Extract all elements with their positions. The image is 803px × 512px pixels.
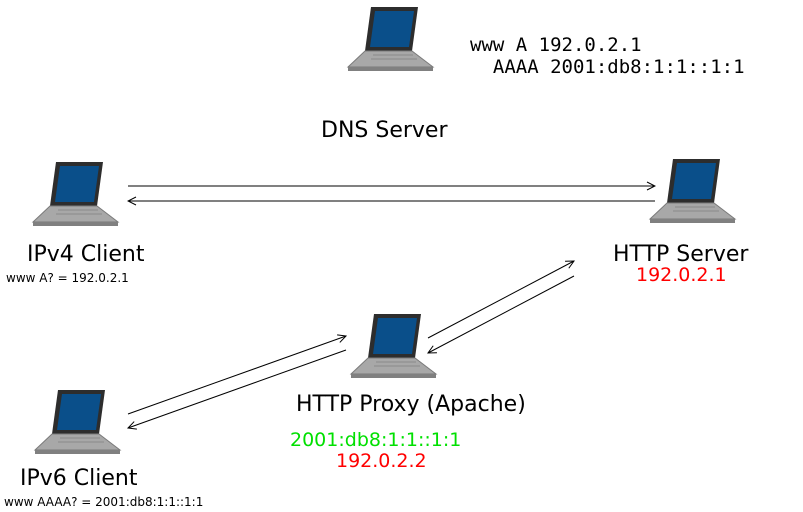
http-proxy-ipv6-address: 2001:db8:1:1::1:1 — [290, 429, 462, 451]
http-server-ipv4-address: 192.0.2.1 — [636, 264, 727, 286]
link-ipv4-client-http-server — [128, 186, 655, 201]
laptop-icon — [645, 155, 745, 227]
laptop-icon — [343, 3, 443, 75]
http-proxy-label: HTTP Proxy (Apache) — [296, 392, 526, 417]
laptop-icon — [30, 386, 130, 458]
ipv6-client-label: IPv6 Client — [20, 466, 138, 491]
dns-record-a: www A 192.0.2.1 — [470, 34, 642, 56]
link-http-proxy-http-server — [428, 261, 574, 353]
laptop-icon — [346, 310, 446, 382]
link-ipv6-client-http-proxy — [128, 336, 346, 428]
dns-server-label: DNS Server — [321, 118, 448, 143]
laptop-icon — [28, 158, 128, 230]
dns-record-aaaa: AAAA 2001:db8:1:1::1:1 — [470, 56, 745, 78]
ipv4-client-dns-query: www A? = 192.0.2.1 — [6, 271, 129, 285]
ipv6-client-dns-query: www AAAA? = 2001:db8:1:1::1:1 — [4, 495, 204, 509]
http-server-label: HTTP Server — [613, 242, 749, 267]
ipv4-client-label: IPv4 Client — [27, 242, 145, 267]
http-proxy-ipv4-address: 192.0.2.2 — [336, 450, 427, 472]
